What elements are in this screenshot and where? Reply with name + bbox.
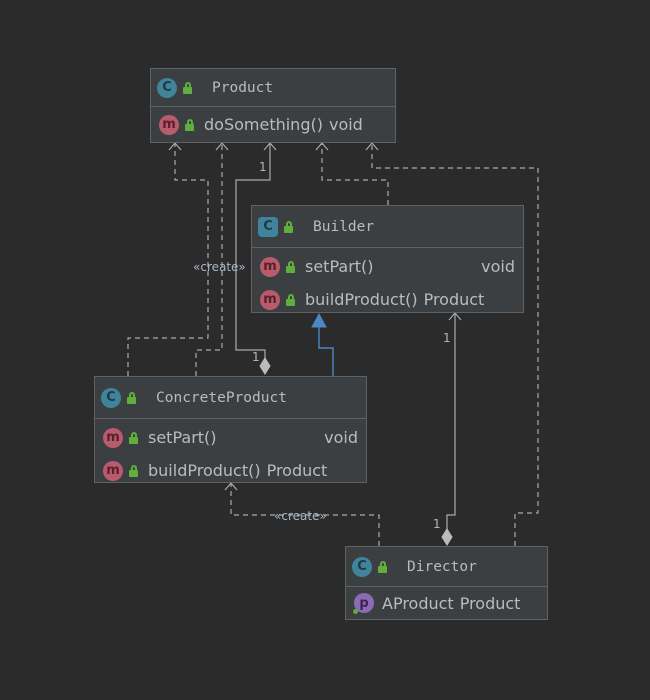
inheritance-triangle <box>311 312 327 328</box>
class-name: ConcreteProduct <box>156 389 287 406</box>
public-lock-icon <box>286 260 297 273</box>
edge-inheritance <box>318 326 334 376</box>
method-row[interactable]: m setPart() void <box>252 250 523 283</box>
method-row[interactable]: m buildProduct() Product <box>95 454 366 487</box>
class-members: m doSomething() void <box>151 107 395 142</box>
method-icon: m <box>260 289 280 310</box>
edge-director-product-dependency <box>371 143 539 546</box>
property-icon: p <box>353 593 374 614</box>
multiplicity-concrete: 1 <box>252 350 260 364</box>
multiplicity-director: 1 <box>433 517 441 531</box>
public-lock-icon <box>185 118 196 131</box>
create-label-bottom: «create» <box>274 509 327 523</box>
member-type: Product <box>266 461 328 480</box>
multiplicity-product-top: 1 <box>259 160 267 174</box>
interface-icon: C <box>258 216 278 237</box>
class-product[interactable]: C Product m doSomething() void <box>150 68 396 143</box>
member-name: buildProduct() <box>148 461 261 480</box>
public-lock-icon <box>378 560 389 573</box>
member-type: void <box>481 257 515 276</box>
edge-concrete-product-dependency-2 <box>195 143 223 376</box>
class-members: m setPart() void m buildProduct() Produc… <box>252 248 523 316</box>
edge-concrete-product-dependency-1 <box>127 143 209 376</box>
aggregation-diamond-concrete <box>259 357 271 375</box>
public-lock-icon <box>127 391 138 404</box>
class-concrete-product[interactable]: C ConcreteProduct m setPart() void m bui… <box>94 376 367 483</box>
member-name: buildProduct() <box>305 290 418 309</box>
member-name: setPart() <box>148 428 217 447</box>
method-row[interactable]: m buildProduct() Product <box>252 283 523 316</box>
arrowhead-5 <box>224 482 238 491</box>
member-name: doSomething() <box>204 115 323 134</box>
class-members: m setPart() void m buildProduct() Produc… <box>95 419 366 487</box>
public-lock-icon <box>183 81 194 94</box>
create-label-top: «create» <box>193 260 246 274</box>
member-type: void <box>324 428 358 447</box>
edge-concrete-product-aggregation <box>235 143 271 360</box>
class-header: C Builder <box>252 206 523 248</box>
member-name: setPart() <box>305 257 374 276</box>
class-name: Product <box>212 79 274 96</box>
class-name: Director <box>407 558 477 575</box>
public-lock-icon <box>286 293 297 306</box>
class-header: C Director <box>346 547 547 587</box>
arrowhead-3 <box>315 142 329 151</box>
class-builder[interactable]: C Builder m setPart() void m buildProduc… <box>251 205 524 313</box>
member-type: Product <box>423 290 485 309</box>
method-row[interactable]: m setPart() void <box>95 421 366 454</box>
class-icon: C <box>352 556 372 577</box>
method-icon: m <box>103 460 123 481</box>
member-name: AProduct <box>382 593 454 613</box>
method-row[interactable]: m doSomething() void <box>151 107 395 142</box>
method-icon: m <box>159 114 179 135</box>
class-icon: C <box>101 387 121 408</box>
public-lock-icon <box>129 431 140 444</box>
arrowhead-4 <box>365 142 379 151</box>
property-row[interactable]: p AProduct Product <box>346 587 547 619</box>
class-header: C ConcreteProduct <box>95 377 366 419</box>
method-icon: m <box>260 256 280 277</box>
public-lock-icon <box>129 464 140 477</box>
class-director[interactable]: C Director p AProduct Product <box>345 546 548 620</box>
aggregation-diamond-director <box>441 528 453 546</box>
edge-director-builder-aggregation <box>446 313 456 530</box>
edge-builder-product-dependency <box>321 143 389 205</box>
method-icon: m <box>103 427 123 448</box>
arrowhead-2 <box>215 142 229 151</box>
class-members: p AProduct Product <box>346 587 547 619</box>
arrowhead-1 <box>168 142 182 151</box>
public-lock-icon <box>284 220 295 233</box>
class-header: C Product <box>151 69 395 107</box>
multiplicity-builder: 1 <box>443 331 451 345</box>
member-type: Product <box>459 593 521 613</box>
class-name: Builder <box>313 218 375 235</box>
class-icon: C <box>157 77 177 98</box>
member-type: void <box>328 115 363 134</box>
